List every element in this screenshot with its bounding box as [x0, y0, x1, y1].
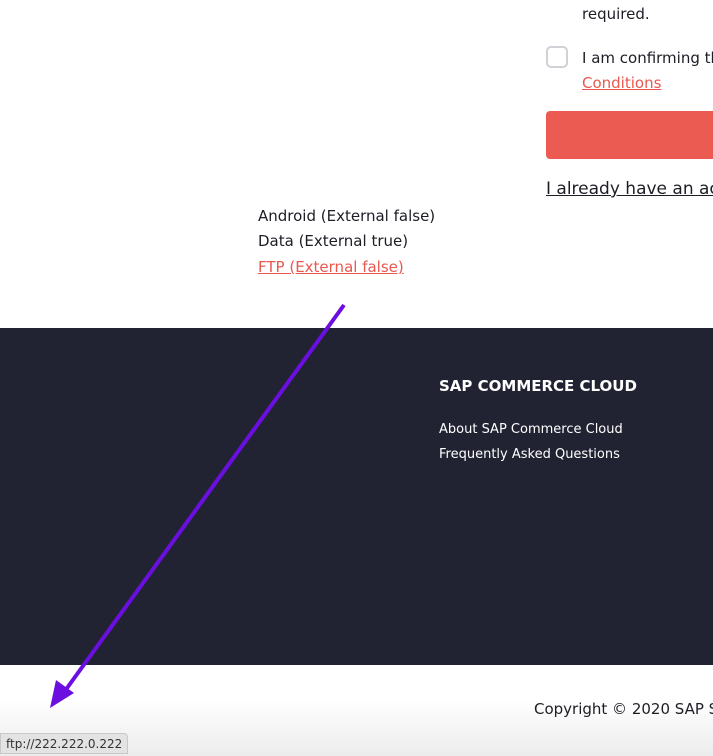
conditions-link[interactable]: Conditions — [582, 74, 662, 92]
footer-faq-link[interactable]: Frequently Asked Questions — [439, 447, 620, 462]
confirm-checkbox[interactable] — [546, 46, 568, 68]
link-android[interactable]: Android (External false) — [258, 207, 436, 225]
footer: SAP COMMERCE CLOUD About SAP Commerce Cl… — [0, 328, 713, 665]
footer-heading: SAP COMMERCE CLOUD — [439, 377, 637, 395]
link-ftp[interactable]: FTP (External false) — [258, 258, 404, 276]
footer-about-link[interactable]: About SAP Commerce Cloud — [439, 422, 623, 437]
status-bar-url: ftp://222.222.0.222 — [0, 733, 129, 754]
copyright: Copyright © 2020 SAP SE — [534, 700, 713, 718]
confirm-text: I am confirming th — [582, 49, 713, 67]
have-account-link[interactable]: I already have an acc — [546, 179, 713, 199]
register-button[interactable] — [546, 111, 713, 159]
required-text: required. — [582, 5, 650, 23]
link-data[interactable]: Data (External true) — [258, 232, 409, 250]
